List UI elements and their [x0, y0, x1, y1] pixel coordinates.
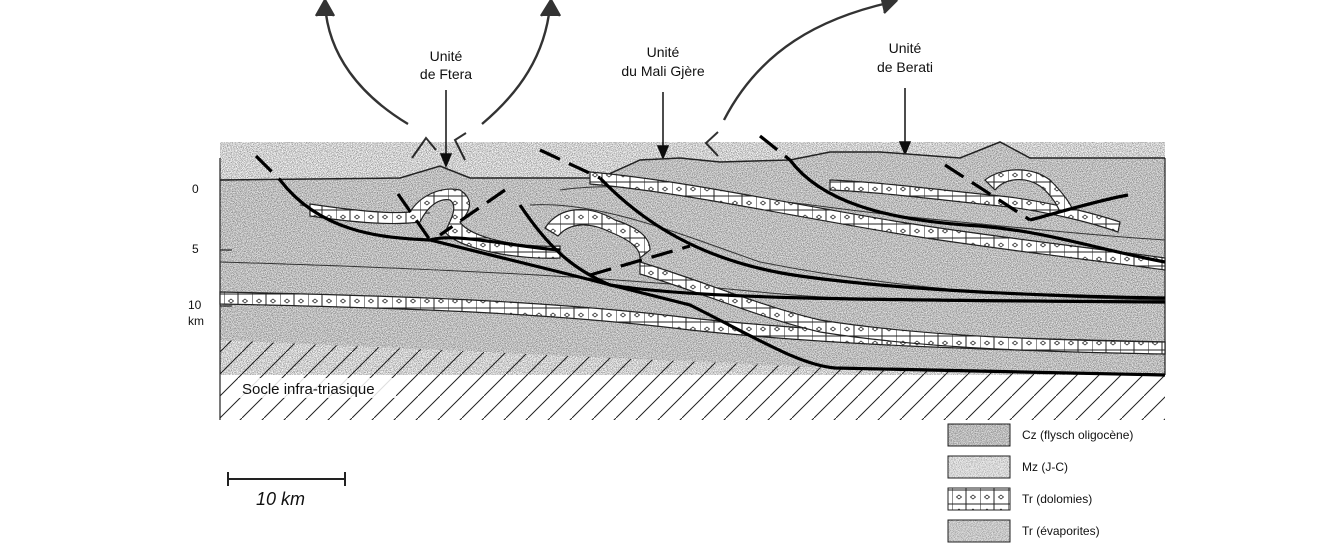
vergence-symbols [412, 132, 718, 160]
vergence-symbol-right [706, 132, 718, 156]
legend-swatch-dolomies [948, 488, 1010, 510]
vergence-symbol-mid [455, 133, 466, 160]
unit-label-berati-line1: Unité [889, 40, 922, 56]
arrow-left-curve [325, 4, 408, 124]
arrow-mid-head [541, 0, 560, 16]
arrow-right-head [880, 0, 896, 13]
unit-label-ftera-line1: Unité [430, 48, 463, 64]
depth-tick-0: 0 [192, 182, 199, 196]
legend-label-mz: Mz (J-C) [1022, 460, 1068, 474]
unit-label-mali-line1: Unité [647, 44, 680, 60]
arrow-left-head [316, 0, 334, 16]
scale-bar-label: 10 km [256, 489, 305, 509]
legend-label-dolomies: Tr (dolomies) [1022, 492, 1092, 506]
kinematic-arrows [316, 0, 896, 124]
legend: Cz (flysch oligocène) Mz (J-C) Tr (dolom… [948, 424, 1133, 542]
unit-label-mali-line2: du Mali Gjère [621, 63, 704, 79]
arrow-mid-curve [482, 6, 550, 124]
arrow-right-curve [724, 2, 892, 120]
legend-label-evaporites: Tr (évaporites) [1022, 524, 1100, 538]
depth-tick-10: 10 [188, 298, 202, 312]
unit-label-berati-line2: de Berati [877, 59, 933, 75]
depth-unit: km [188, 314, 204, 328]
depth-tick-5: 5 [192, 242, 199, 256]
unit-label-ftera-line2: de Ftera [420, 66, 472, 82]
basement-label: Socle infra-triasique [242, 381, 375, 398]
vergence-symbol-left [412, 138, 436, 158]
legend-label-flysch: Cz (flysch oligocène) [1022, 428, 1133, 442]
scale-bar [228, 472, 345, 486]
